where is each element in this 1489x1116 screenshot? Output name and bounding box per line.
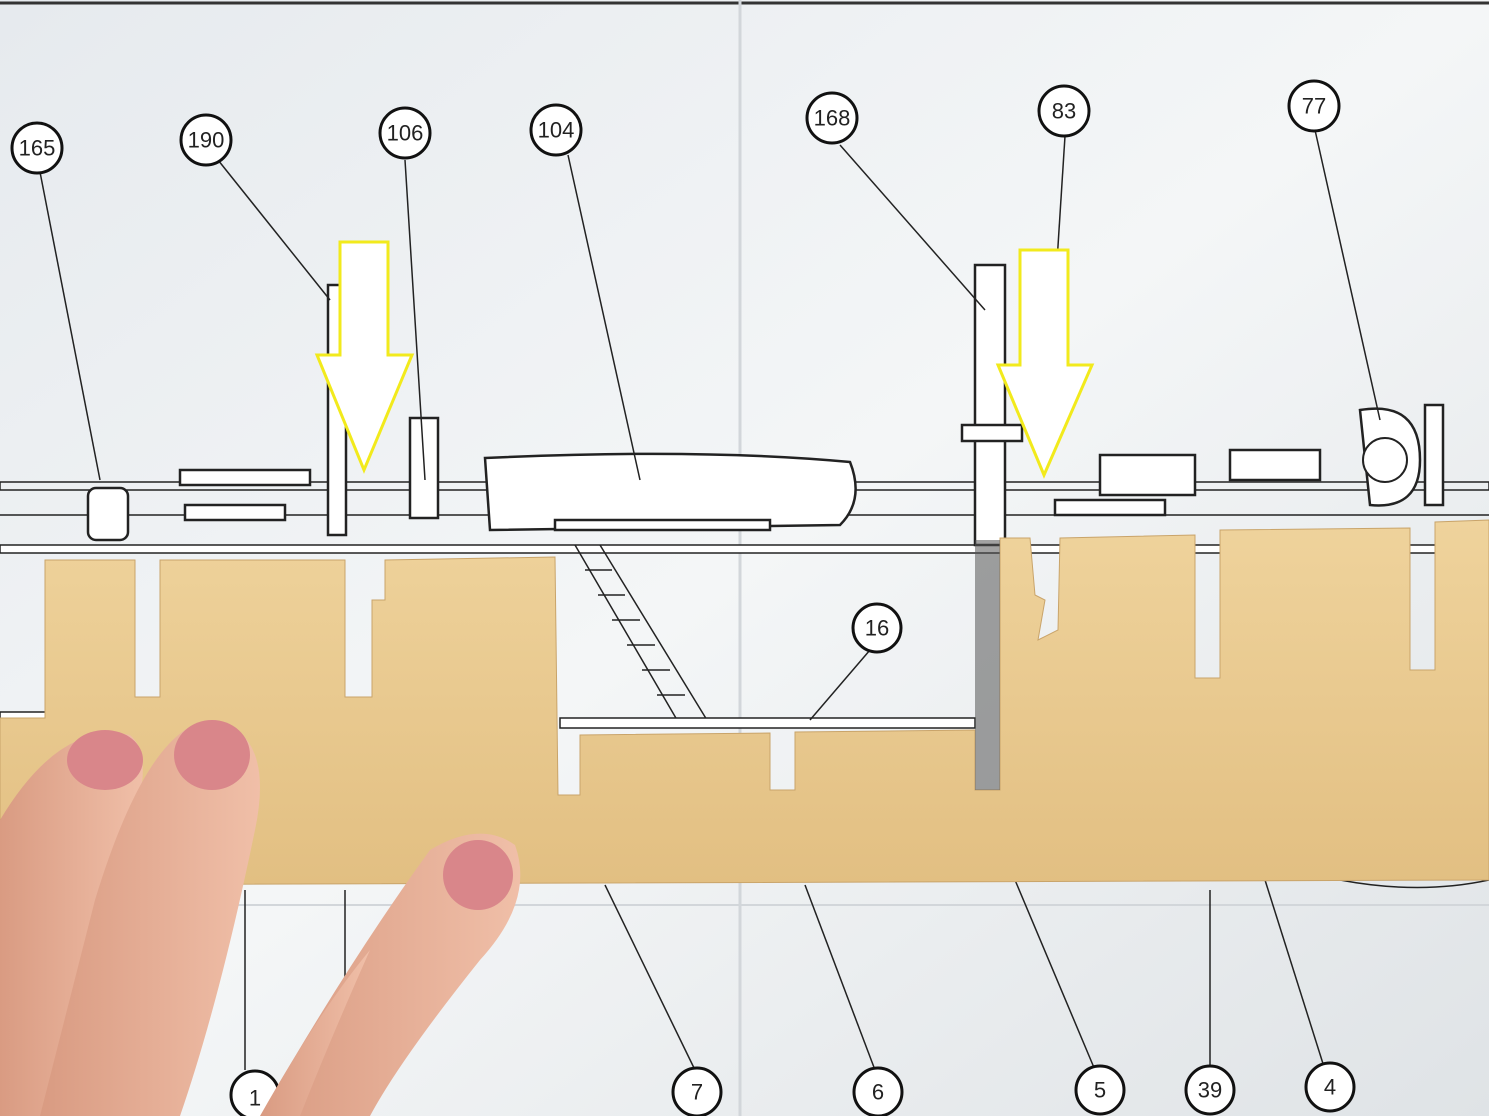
callout-label: 168 [814, 106, 851, 131]
lower-deck-16 [559, 717, 976, 729]
callout-label: 190 [188, 128, 225, 153]
deck-drawing [0, 263, 1489, 889]
callout-7: 7 [671, 1066, 723, 1116]
callout-label: 39 [1198, 1078, 1222, 1103]
callout-83: 83 [1037, 84, 1091, 138]
fingernail [67, 730, 143, 790]
callout-label: 6 [872, 1080, 884, 1105]
cannon-165 [86, 486, 130, 542]
callout-label: 104 [538, 118, 575, 143]
callout-label: 7 [691, 1080, 703, 1105]
mast-168 [973, 263, 1007, 547]
callout-label: 106 [387, 121, 424, 146]
callout-label: 1 [249, 1086, 261, 1111]
callout-5: 5 [1074, 1064, 1126, 1116]
callout-label: 16 [865, 616, 889, 641]
callout-label: 83 [1052, 99, 1076, 124]
callout-label: 5 [1094, 1078, 1106, 1103]
callouts-bottom: 1 7 6 5 39 4 [229, 1061, 1356, 1116]
callout-165: 165 [10, 121, 64, 175]
callout-190: 190 [179, 113, 233, 167]
bulkhead-slot-shadow [975, 540, 1000, 790]
fingernail [443, 840, 513, 910]
callout-label: 165 [19, 136, 56, 161]
callout-16: 16 [851, 602, 903, 654]
callouts-top: 165 190 106 104 168 83 77 [10, 79, 1341, 175]
callout-label: 4 [1324, 1075, 1336, 1100]
finger-overlap [260, 950, 370, 1116]
callout-104: 104 [529, 103, 583, 157]
fingernail [174, 720, 250, 790]
callout-77: 77 [1287, 79, 1341, 133]
callout-168: 168 [805, 91, 859, 145]
highlight-arrow-right [995, 248, 1095, 479]
callout-106: 106 [378, 106, 432, 160]
callout-39: 39 [1184, 1064, 1236, 1116]
callout-6: 6 [852, 1066, 904, 1116]
callout-label: 77 [1302, 94, 1326, 119]
callout-4: 4 [1304, 1061, 1356, 1113]
ship-boat-104 [483, 452, 857, 532]
highlight-arrow-left [314, 240, 415, 474]
ladder [574, 544, 711, 726]
